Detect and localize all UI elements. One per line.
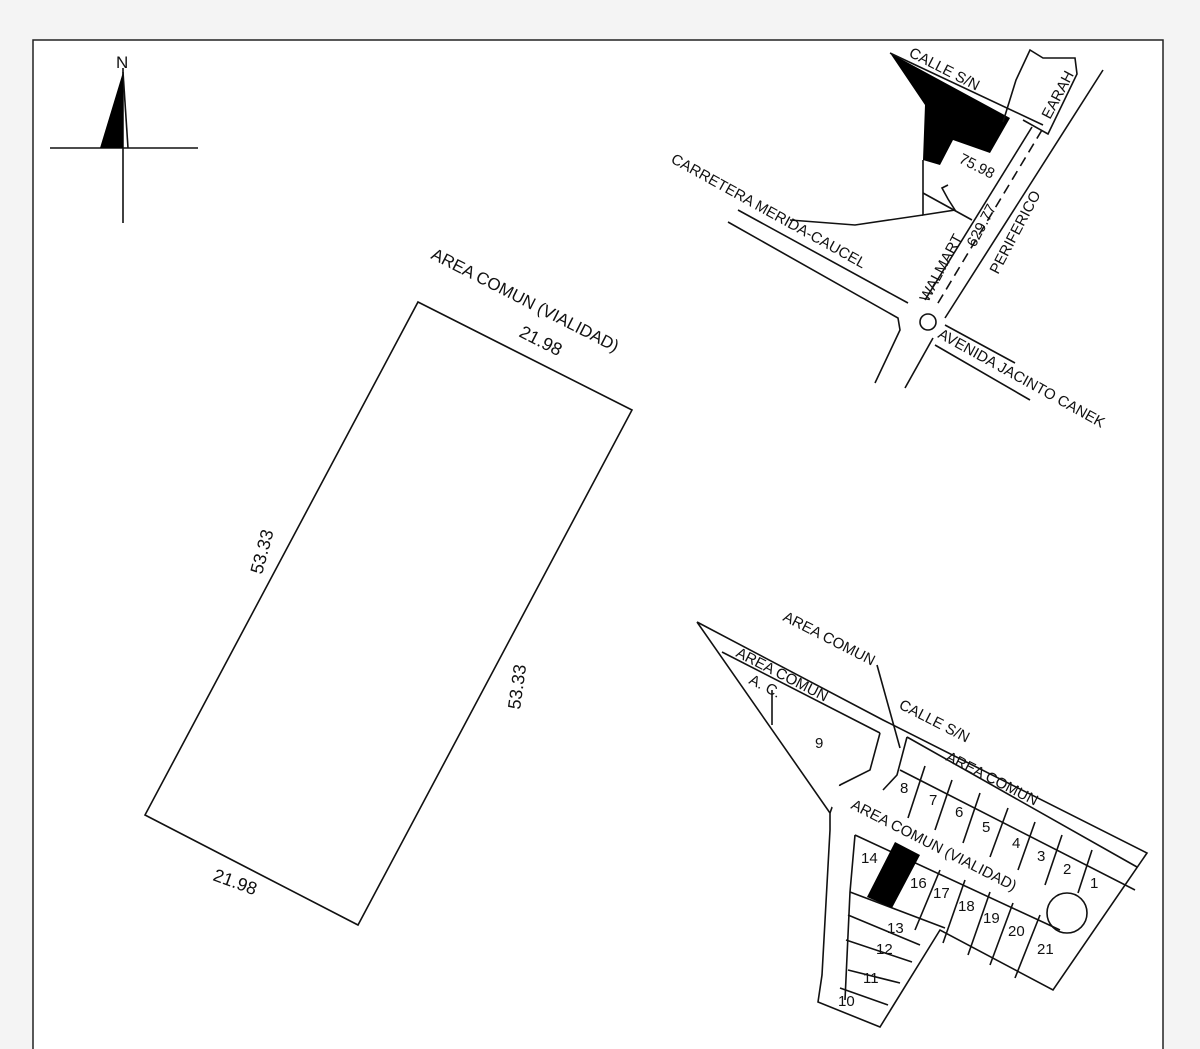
- lot-2: 2: [1063, 861, 1071, 878]
- lot-13: 13: [887, 920, 904, 937]
- lot-10: 10: [838, 993, 855, 1010]
- lot-19: 19: [983, 910, 1000, 927]
- sheet-border: [32, 39, 1164, 1049]
- lot-18: 18: [958, 898, 975, 915]
- lot-8: 8: [900, 780, 908, 797]
- lot-16: 16: [910, 875, 927, 892]
- highlighted-lot-15: [867, 842, 920, 908]
- lot-6: 6: [955, 804, 963, 821]
- lot-11: 11: [863, 970, 879, 987]
- lot-4: 4: [1012, 835, 1020, 852]
- lot-1: 1: [1090, 875, 1098, 892]
- lot-9: 9: [815, 735, 823, 752]
- lot-3: 3: [1037, 848, 1045, 865]
- lot-21: 21: [1037, 941, 1054, 958]
- lot-20: 20: [1008, 923, 1025, 940]
- north-label: N: [116, 53, 128, 72]
- roundabout: [919, 313, 937, 331]
- lot-12: 12: [876, 941, 893, 958]
- lot-17: 17: [933, 885, 950, 902]
- lot-7: 7: [929, 792, 937, 809]
- highlighted-parcel: [890, 53, 1010, 165]
- lot-5: 5: [982, 819, 990, 836]
- north-arrow-icon: N: [50, 53, 198, 223]
- lot-14: 14: [861, 850, 878, 867]
